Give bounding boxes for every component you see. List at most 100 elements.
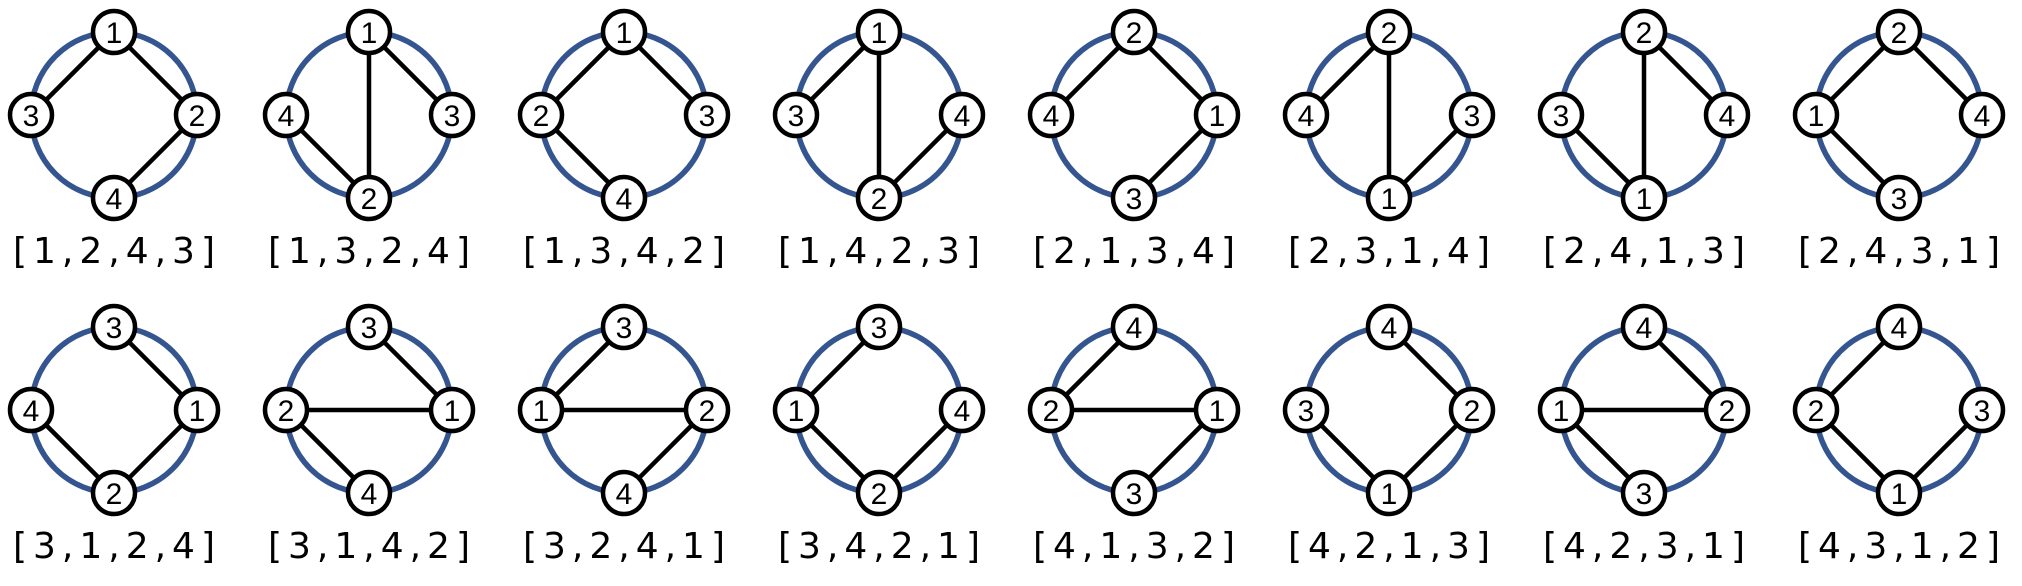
node-label: 4 xyxy=(1719,100,1736,133)
node-label: 4 xyxy=(616,183,633,216)
node-label: 2 xyxy=(699,395,716,428)
node-label: 1 xyxy=(616,17,633,50)
node-circle xyxy=(1875,469,1923,517)
node-circle xyxy=(428,386,476,434)
node-label: 4 xyxy=(1974,100,1991,133)
node-circle xyxy=(855,8,903,56)
node-label: 3 xyxy=(616,312,633,345)
node-label: 2 xyxy=(361,183,378,216)
ring-circle xyxy=(538,29,710,201)
node-label: 3 xyxy=(361,312,378,345)
node-label: 4 xyxy=(106,183,123,216)
node-label: 4 xyxy=(278,100,295,133)
node-circle xyxy=(1027,386,1075,434)
node-circle xyxy=(1365,8,1413,56)
node-circle xyxy=(345,469,393,517)
node-label: 2 xyxy=(1719,395,1736,428)
node-label: 1 xyxy=(1209,395,1226,428)
node-label: 1 xyxy=(1891,478,1908,511)
node-circle xyxy=(683,91,731,139)
node-label: 1 xyxy=(1381,183,1398,216)
node-circle xyxy=(1537,91,1585,139)
ring-circle xyxy=(1813,324,1985,496)
node-label: 3 xyxy=(1636,478,1653,511)
node-label: 2 xyxy=(533,100,550,133)
node-label: 4 xyxy=(1381,312,1398,345)
node-circle xyxy=(1365,174,1413,222)
permutation-label: [2,3,1,4] xyxy=(1288,231,1496,272)
permutation-diagram: 1 2 3 4 [1,3,4,2] xyxy=(517,8,731,272)
node-circle xyxy=(600,469,648,517)
node-label: 4 xyxy=(954,100,971,133)
node-label: 4 xyxy=(1891,312,1908,345)
node-circle xyxy=(600,174,648,222)
node-label: 3 xyxy=(1891,183,1908,216)
node-circle xyxy=(1110,469,1158,517)
node-label: 4 xyxy=(361,478,378,511)
permutation-label: [3,1,2,4] xyxy=(13,526,221,567)
node-circle xyxy=(1110,8,1158,56)
node-circle xyxy=(1027,91,1075,139)
node-label: 2 xyxy=(1891,17,1908,50)
ring-circle xyxy=(1813,29,1985,201)
permutation-label: [1,4,2,3] xyxy=(778,231,986,272)
node-label: 3 xyxy=(1464,100,1481,133)
node-circle xyxy=(1282,91,1330,139)
permutation-label: [2,4,1,3] xyxy=(1543,231,1751,272)
node-circle xyxy=(90,8,138,56)
permutation-label: [3,4,2,1] xyxy=(778,526,986,567)
node-label: 1 xyxy=(788,395,805,428)
node-label: 3 xyxy=(1126,183,1143,216)
node-label: 3 xyxy=(699,100,716,133)
node-label: 3 xyxy=(444,100,461,133)
node-label: 1 xyxy=(871,17,888,50)
node-circle xyxy=(1703,91,1751,139)
node-circle xyxy=(345,303,393,351)
node-circle xyxy=(345,174,393,222)
node-label: 2 xyxy=(1381,17,1398,50)
ring-circle xyxy=(28,29,200,201)
ring-circle xyxy=(1303,324,1475,496)
node-circle xyxy=(1875,174,1923,222)
permutation-label: [4,3,1,2] xyxy=(1798,526,2006,567)
permutation-label: [4,1,3,2] xyxy=(1033,526,1241,567)
permutation-label: [4,2,1,3] xyxy=(1288,526,1496,567)
node-circle xyxy=(1792,386,1840,434)
permutation-label: [3,2,4,1] xyxy=(523,526,731,567)
node-label: 1 xyxy=(1553,395,1570,428)
node-circle xyxy=(1620,174,1668,222)
node-label: 1 xyxy=(189,395,206,428)
ring-circle xyxy=(1048,29,1220,201)
ring-circle xyxy=(28,324,200,496)
node-label: 2 xyxy=(1043,395,1060,428)
node-circle xyxy=(1110,303,1158,351)
node-circle xyxy=(1282,386,1330,434)
node-label: 2 xyxy=(106,478,123,511)
permutation-label: [1,3,4,2] xyxy=(523,231,731,272)
node-circle xyxy=(173,91,221,139)
node-label: 4 xyxy=(954,395,971,428)
node-label: 3 xyxy=(1553,100,1570,133)
node-circle xyxy=(855,303,903,351)
node-circle xyxy=(1448,386,1496,434)
permutation-label: [4,2,3,1] xyxy=(1543,526,1751,567)
permutation-label: [2,1,3,4] xyxy=(1033,231,1241,272)
node-circle xyxy=(1875,8,1923,56)
node-circle xyxy=(7,91,55,139)
node-circle xyxy=(772,386,820,434)
node-label: 3 xyxy=(871,312,888,345)
node-circle xyxy=(600,303,648,351)
node-circle xyxy=(90,174,138,222)
node-circle xyxy=(7,386,55,434)
node-label: 1 xyxy=(1209,100,1226,133)
node-label: 4 xyxy=(23,395,40,428)
